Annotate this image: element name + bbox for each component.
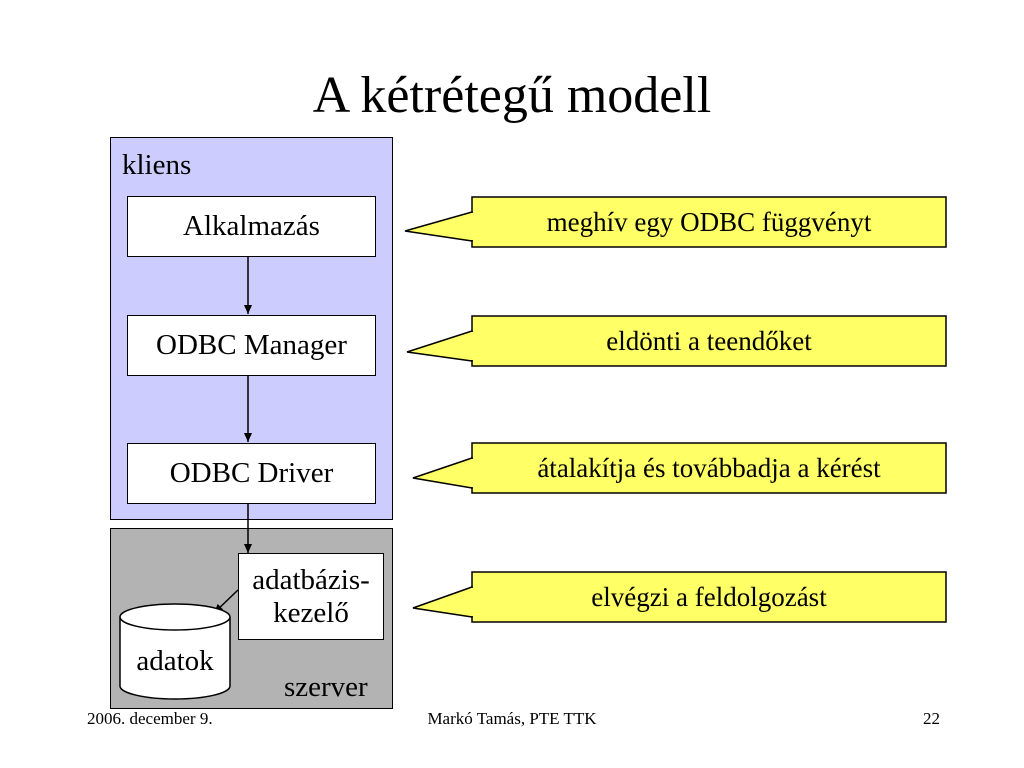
application-box: Alkalmazás: [127, 196, 376, 257]
odbc-driver-box: ODBC Driver: [127, 443, 376, 504]
callout-shape-3: [412, 442, 947, 494]
odbc-manager-label: ODBC Manager: [156, 329, 347, 361]
callout-shape-2: [406, 315, 947, 367]
footer-date: 2006. december 9.: [87, 709, 213, 728]
callout-2: eldönti a teendőket: [606, 326, 812, 356]
dbms-box: adatbázis- kezelő: [238, 553, 384, 640]
server-layer-label: szerver: [284, 671, 368, 703]
application-label: Alkalmazás: [183, 210, 320, 242]
odbc-manager-box: ODBC Manager: [127, 315, 376, 376]
odbc-driver-label: ODBC Driver: [169, 457, 334, 489]
footer-author: Markó Tamás, PTE TTK: [427, 709, 597, 728]
client-layer-label: kliens: [122, 149, 192, 181]
slide-title: A kétrétegű modell: [312, 67, 712, 124]
dbms-label-line1: adatbázis-: [252, 563, 370, 596]
callout-4: elvégzi a feldolgozást: [591, 582, 827, 612]
dbms-label-line2: kezelő: [273, 596, 349, 629]
callout-shape-1: [404, 196, 947, 248]
callout-shape-4: [412, 571, 947, 623]
callout-1: meghív egy ODBC függvényt: [546, 207, 872, 237]
footer-page-number: 22: [923, 709, 940, 728]
database-cylinder-icon: [119, 603, 231, 700]
callout-3: átalakítja és továbbadja a kérést: [537, 453, 881, 483]
data-label: adatok: [136, 645, 214, 677]
